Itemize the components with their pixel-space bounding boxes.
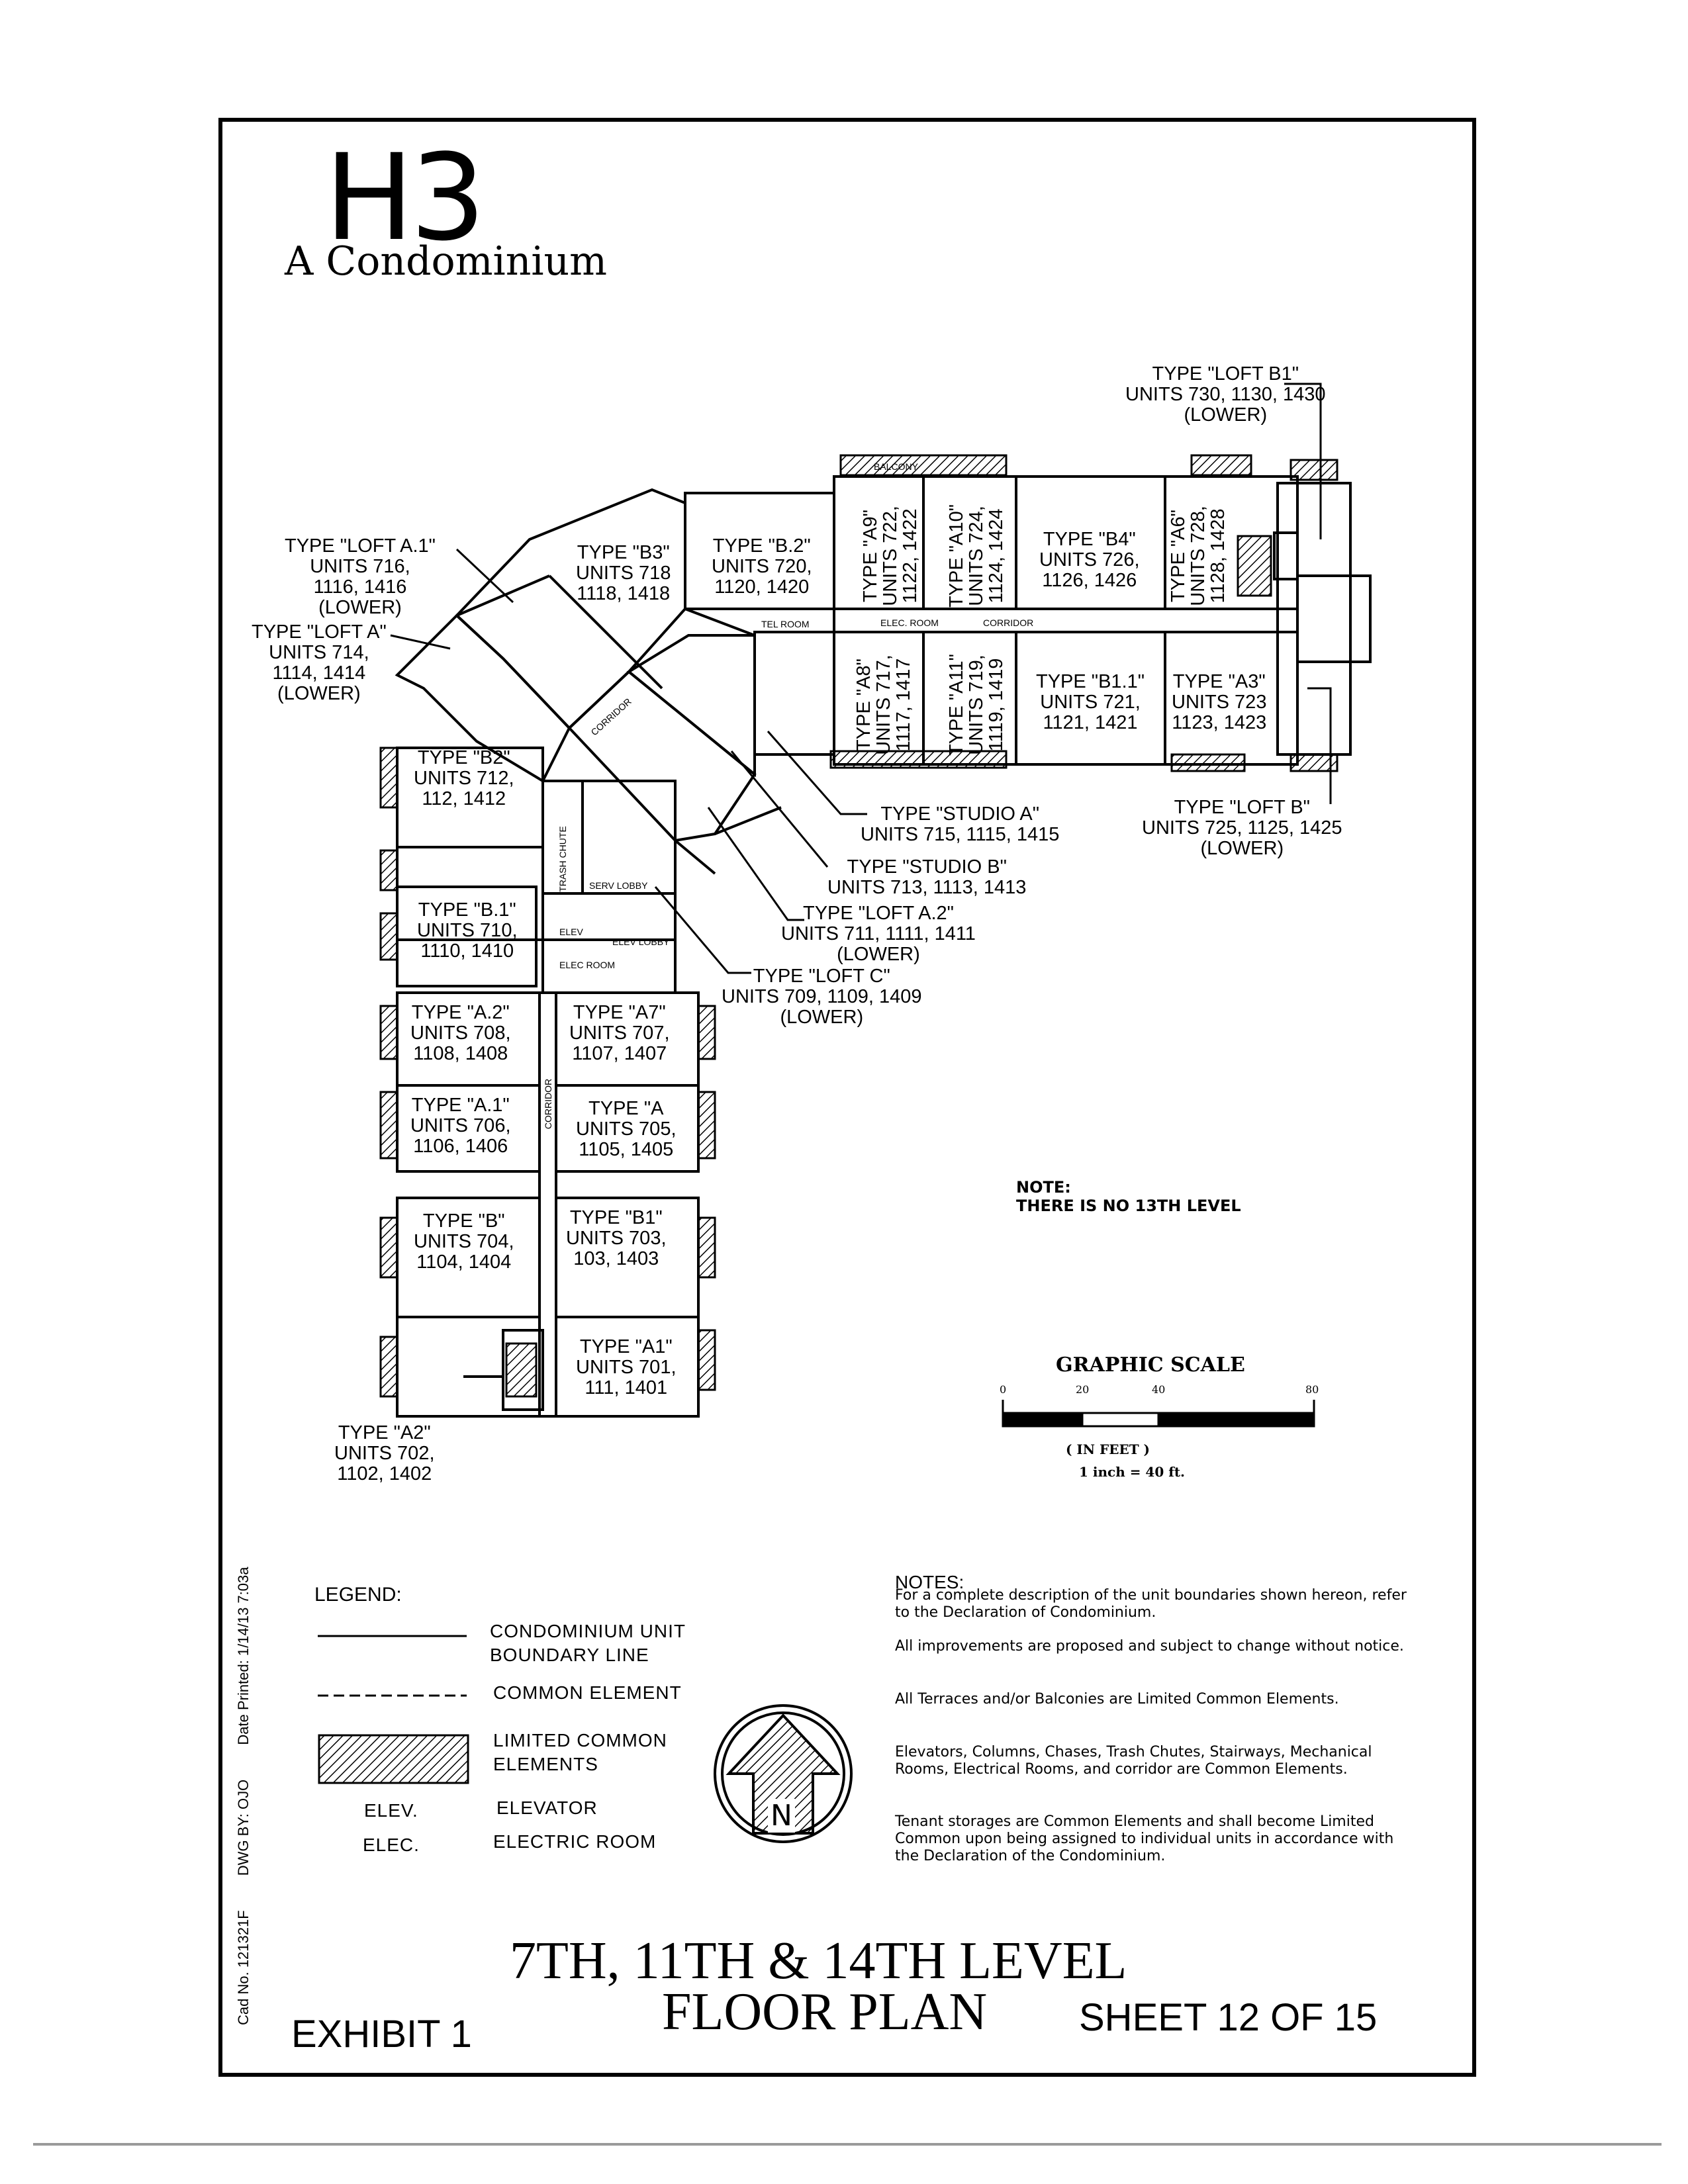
label-a2-dot: TYPE "A.2"UNITS 708,1108, 1408	[410, 1002, 511, 1064]
legend-elev-full: ELEVATOR	[496, 1797, 598, 1818]
logo-h3: H3	[324, 129, 486, 267]
label-a1-dot: TYPE "A.1"UNITS 706,1106, 1406	[410, 1095, 511, 1157]
label-loft-a2: TYPE "LOFT A.2"UNITS 711, 1111, 1411(LOW…	[781, 903, 976, 965]
label-loft-a: TYPE "LOFT A"UNITS 714,1114, 1414(LOWER)	[252, 621, 387, 704]
graphic-scale-title: GRAPHIC SCALE	[1056, 1353, 1245, 1377]
exhibit-label: EXHIBIT 1	[291, 2013, 472, 2056]
label-a6: TYPE "A6"UNITS 728,1128, 1428	[1168, 506, 1229, 606]
note-3: All Terraces and/or Balconies are Limite…	[895, 1691, 1339, 1707]
core-elevators	[541, 780, 677, 994]
leader-loft-b1	[1284, 383, 1322, 539]
legend-heading: LEGEND:	[314, 1584, 402, 1606]
label-a9: TYPE "A9"UNITS 722,1122, 1422	[860, 506, 921, 606]
label-b2: TYPE "B2"UNITS 712,112, 1412	[414, 747, 514, 809]
balcony-label: BALCONY	[874, 461, 918, 472]
label-b: TYPE "B"UNITS 704,1104, 1404	[414, 1210, 514, 1273]
bottom-rule	[33, 2143, 1662, 2146]
elec-room-label: ELEC. ROOM	[880, 617, 939, 628]
elev-lobby-label: ELEV LOBBY	[612, 936, 670, 947]
legend-common-label: COMMON ELEMENT	[493, 1682, 682, 1703]
leader-loft-b	[1307, 687, 1332, 804]
label-b2-top: TYPE "B.2"UNITS 720,1120, 1420	[712, 535, 812, 598]
label-b4: TYPE "B4"UNITS 726,1126, 1426	[1039, 529, 1140, 591]
note-1: For a complete description of the unit b…	[895, 1587, 1407, 1621]
label-loft-a1: TYPE "LOFT A.1"UNITS 716,1116, 1416(LOWE…	[285, 535, 436, 618]
serv-lobby-label: SERV LOBBY	[589, 880, 648, 891]
drawn-by: DWG BY: OJO	[235, 1779, 252, 1876]
legend-elec-full: ELECTRIC ROOM	[493, 1831, 657, 1852]
scale-tick-80: 80	[1305, 1383, 1319, 1396]
north-arrow	[714, 1704, 853, 1843]
tel-room-label: TEL ROOM	[761, 619, 810, 629]
drawing-title-line2: FLOOR PLAN	[662, 1983, 988, 2041]
scale-unit: ( IN FEET )	[1066, 1441, 1150, 1457]
legend-symbols	[318, 1635, 469, 1784]
sheet-number: SHEET 12 OF 15	[1079, 1996, 1378, 2039]
label-b1-1: TYPE "B1.1"UNITS 721,1121, 1421	[1036, 671, 1145, 733]
west-corridor-label: CORRIDOR	[543, 1078, 554, 1130]
note-5: Tenant storages are Common Elements and …	[895, 1813, 1394, 1864]
trash-chute-label: TRASH CHUTE	[557, 826, 568, 892]
scale-tick-20: 20	[1076, 1383, 1090, 1396]
diagonal-north-units	[455, 488, 686, 730]
leader-loft-a	[390, 634, 451, 650]
sheet-border	[218, 118, 1476, 2077]
notes-heading: NOTES:	[895, 1572, 964, 1592]
label-a11: TYPE "A11"UNITS 719,1119, 1419	[946, 654, 1007, 756]
label-a7: TYPE "A7"UNITS 707,1107, 1407	[569, 1002, 670, 1064]
label-loft-b: TYPE "LOFT B"UNITS 725, 1125, 1425(LOWER…	[1142, 797, 1342, 859]
label-b1: TYPE "B1"UNITS 703,103, 1403	[566, 1207, 667, 1269]
legend-elec-abbr: ELEC.	[363, 1835, 420, 1855]
balcony-hatch	[839, 454, 1008, 477]
graphic-scale-bar	[1002, 1400, 1315, 1428]
label-b1-dot: TYPE "B.1"UNITS 710,1110, 1410	[417, 899, 518, 962]
leader-studio-a	[767, 731, 867, 815]
label-a10: TYPE "A10"UNITS 724,1124, 1424	[946, 504, 1007, 608]
drawing-title-line1: 7TH, 11TH & 14TH LEVEL	[510, 1932, 1127, 1990]
scale-tick-0: 0	[1000, 1383, 1007, 1396]
logo-subtitle: A Condominium	[285, 238, 608, 285]
note-no-13th-level: NOTE: THERE IS NO 13TH LEVEL	[1016, 1178, 1241, 1215]
scale-tick-40: 40	[1152, 1383, 1166, 1396]
note-2: All improvements are proposed and subjec…	[895, 1638, 1404, 1655]
scale-ratio: 1 inch = 40 ft.	[1079, 1464, 1186, 1480]
label-a8: TYPE "A8"UNITS 717,1117, 1417	[853, 655, 914, 755]
elev-label: ELEV	[559, 927, 583, 937]
label-a2: TYPE "A2"UNITS 702,1102, 1402	[334, 1422, 435, 1484]
label-a1: TYPE "A1"UNITS 701,111, 1401	[576, 1336, 677, 1398]
label-loft-c: TYPE "LOFT C"UNITS 709, 1109, 1409(LOWER…	[722, 966, 922, 1028]
date-printed: Date Printed: 1/14/13 7:03a	[235, 1567, 252, 1745]
corridor-label: CORRIDOR	[983, 617, 1034, 628]
label-loft-b1: TYPE "LOFT B1"UNITS 730, 1130, 1430(LOWE…	[1125, 363, 1326, 426]
north-label: N	[768, 1799, 795, 1833]
leader-loft-a1	[455, 548, 514, 604]
cad-number: Cad No. 121321F	[235, 1910, 252, 2025]
drawing-sidebar: Cad No. 121321F DWG BY: OJO Date Printed…	[235, 1537, 252, 2025]
east-end-lofts	[1276, 482, 1352, 756]
legend-elev-abbr: ELEV.	[364, 1800, 418, 1821]
elec-label: ELEC ROOM	[559, 960, 616, 970]
note-4: Elevators, Columns, Chases, Trash Chutes…	[895, 1744, 1372, 1778]
label-studio-a: TYPE "STUDIO A"UNITS 715, 1115, 1415	[861, 803, 1060, 845]
label-studio-b: TYPE "STUDIO B"UNITS 713, 1113, 1413	[827, 856, 1027, 898]
